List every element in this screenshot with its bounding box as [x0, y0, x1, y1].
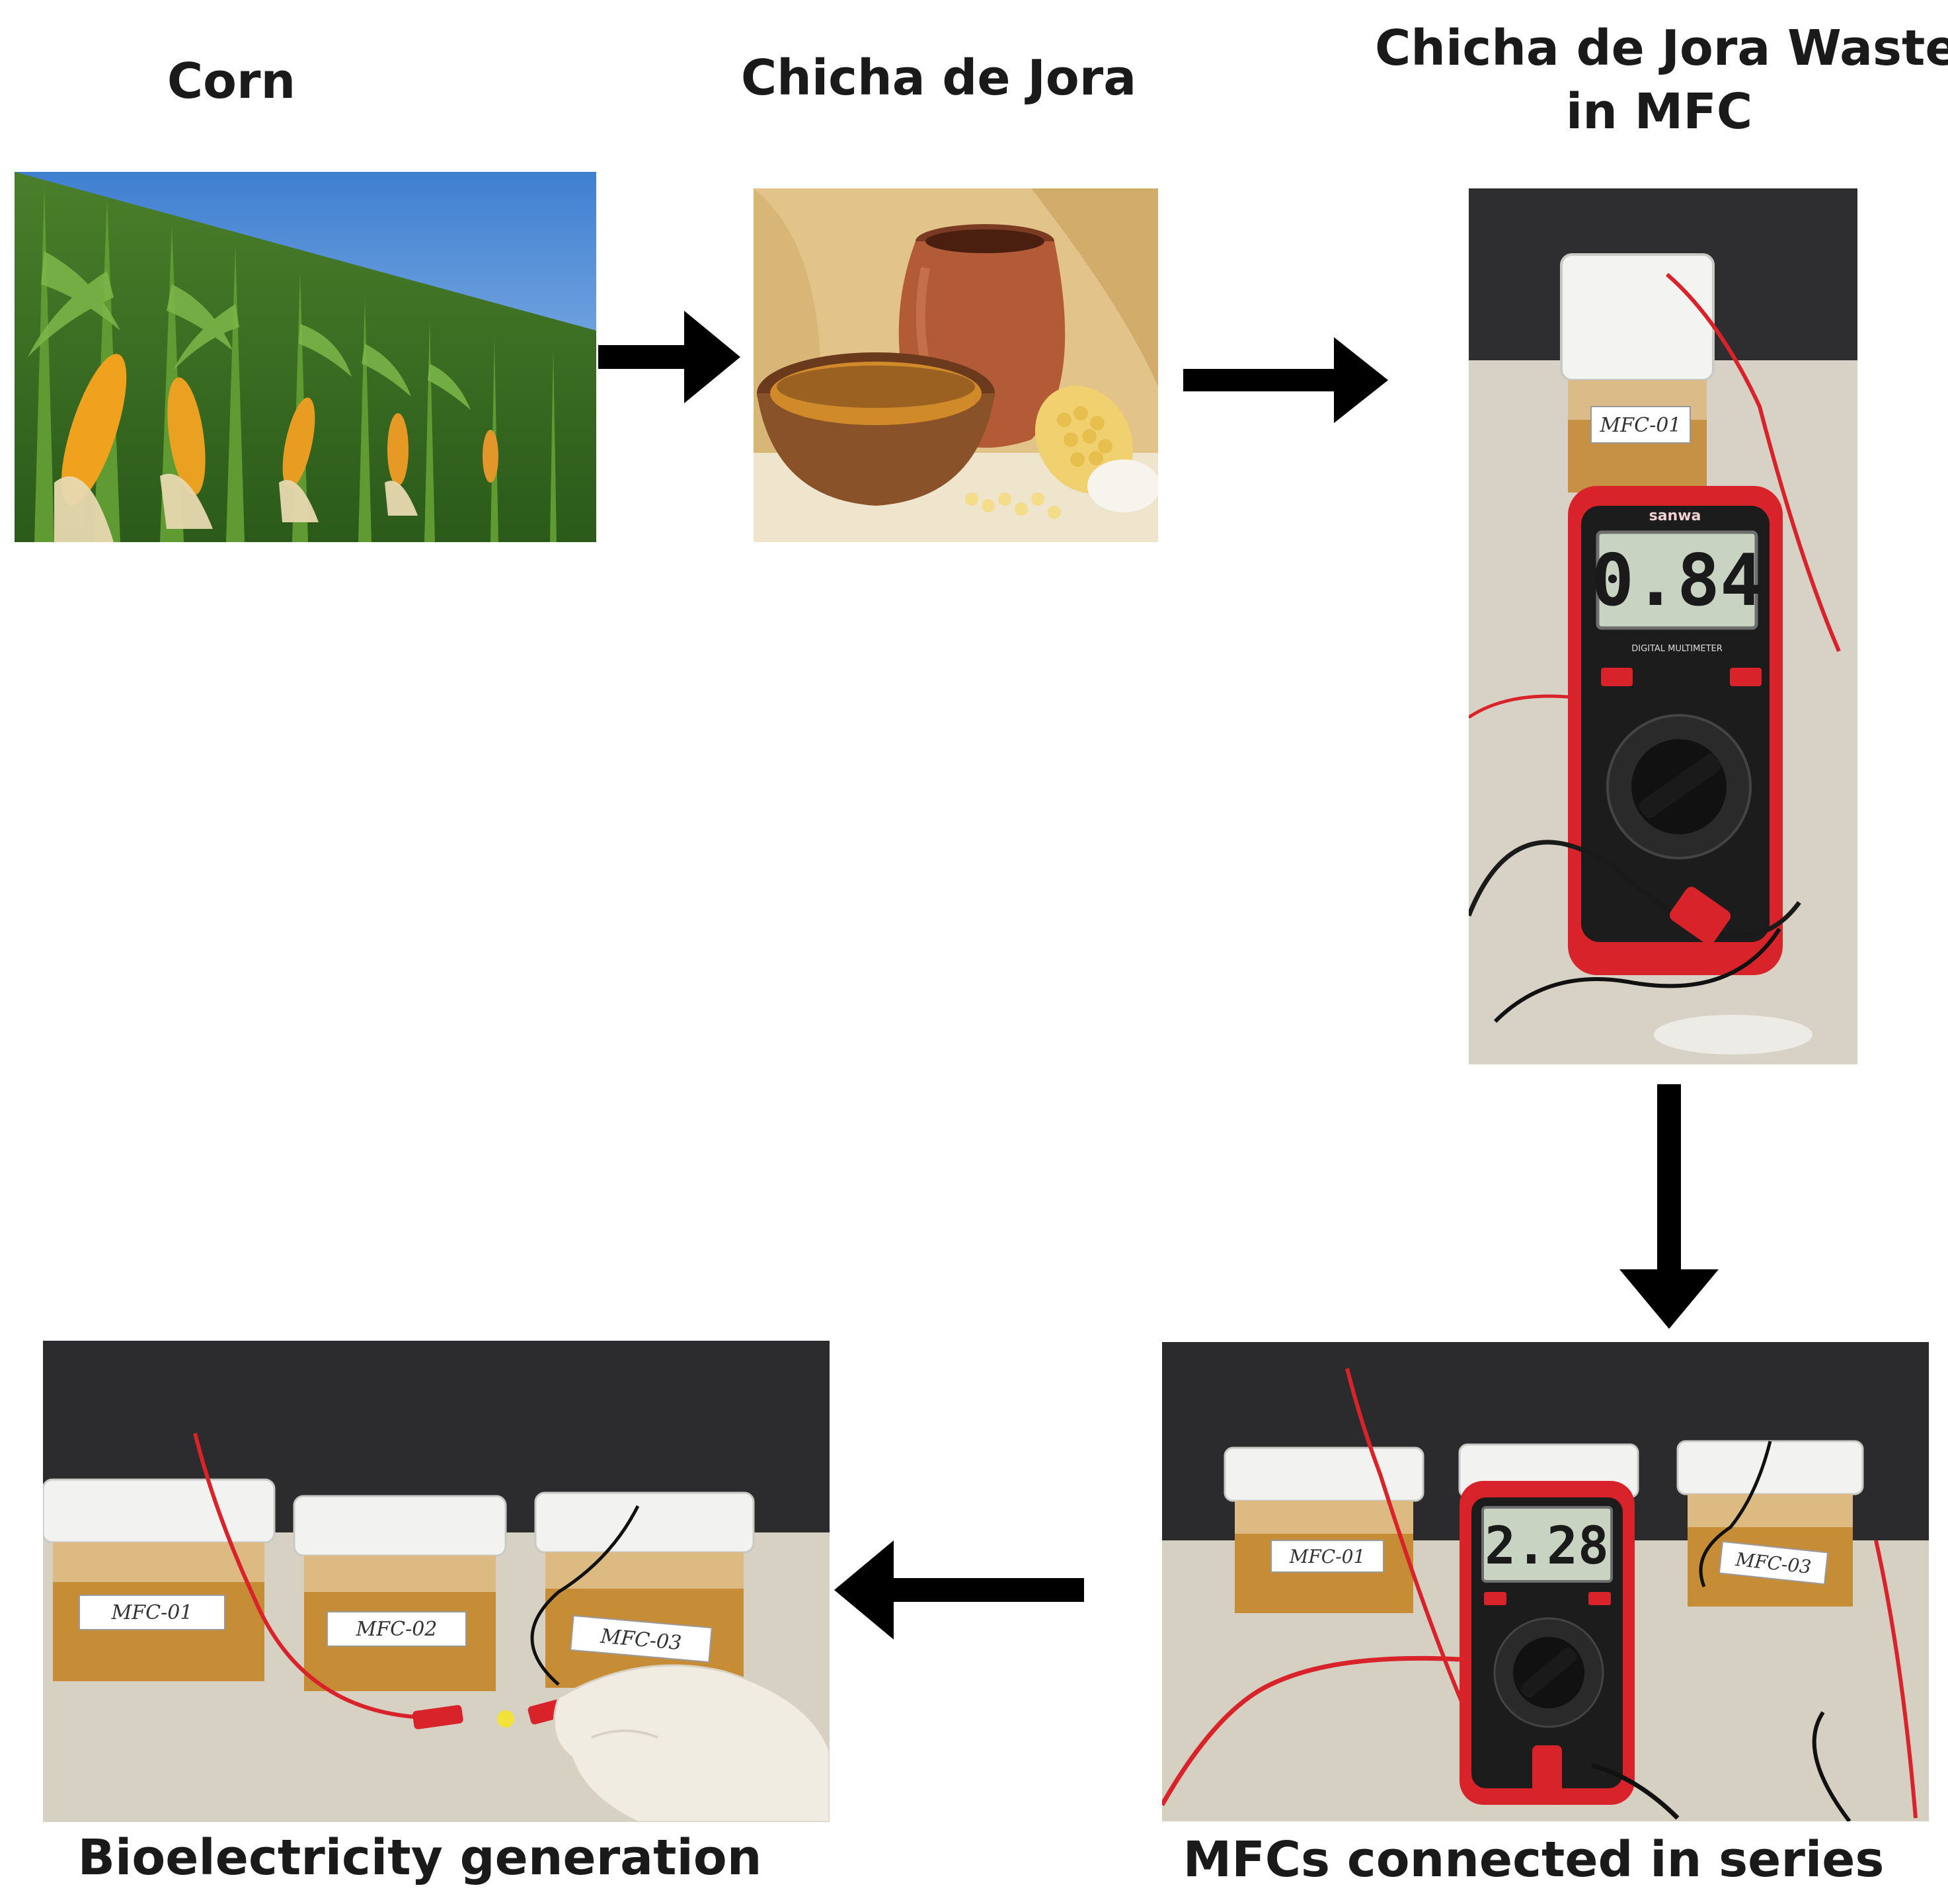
arrow-down-icon: [1619, 1084, 1719, 1329]
chicha-de-jora-photo: [754, 188, 1158, 542]
label-bioelectricity: Bioelectricity generation: [77, 1829, 762, 1886]
arrow-left-icon: [834, 1540, 1084, 1640]
bio-tag-mfc01: MFC-01: [111, 1601, 193, 1624]
bioelectricity-generation-photo: MFC-01 MFC-02 MFC-03: [43, 1341, 830, 1822]
corn-field-photo: [15, 172, 596, 542]
meter-brand-label: sanwa: [1649, 508, 1701, 524]
label-corn: Corn: [167, 53, 296, 110]
label-waste-in-mfc: Chicha de Jora Waste in MFC: [1375, 17, 1948, 143]
label-chicha-de-jora: Chicha de Jora: [740, 50, 1137, 106]
arrow-right-icon: [598, 311, 740, 403]
label-waste-line2: in MFC: [1565, 83, 1753, 141]
single-mfc-multimeter-photo: MFC-01 sanwa 0.84 DIGITAL MULTIMETER: [1469, 188, 1857, 1064]
series-tag-mfc01: MFC-01: [1289, 1546, 1366, 1567]
meter-lcd-reading: 0.84: [1591, 539, 1763, 622]
arrow-right-icon-2: [1183, 337, 1388, 423]
mfcs-series-multimeter-photo: MFC-01 MFC-03 2.28: [1162, 1342, 1929, 1821]
series-meter-lcd-reading: 2.28: [1485, 1517, 1609, 1576]
container-tag-mfc01: MFC-01: [1600, 414, 1682, 437]
meter-model-label: DIGITAL MULTIMETER: [1631, 644, 1723, 654]
bio-tag-mfc02: MFC-02: [356, 1618, 438, 1641]
label-mfcs-series: MFCs connected in series: [1183, 1831, 1885, 1888]
label-waste-line1: Chicha de Jora Waste: [1375, 20, 1948, 77]
